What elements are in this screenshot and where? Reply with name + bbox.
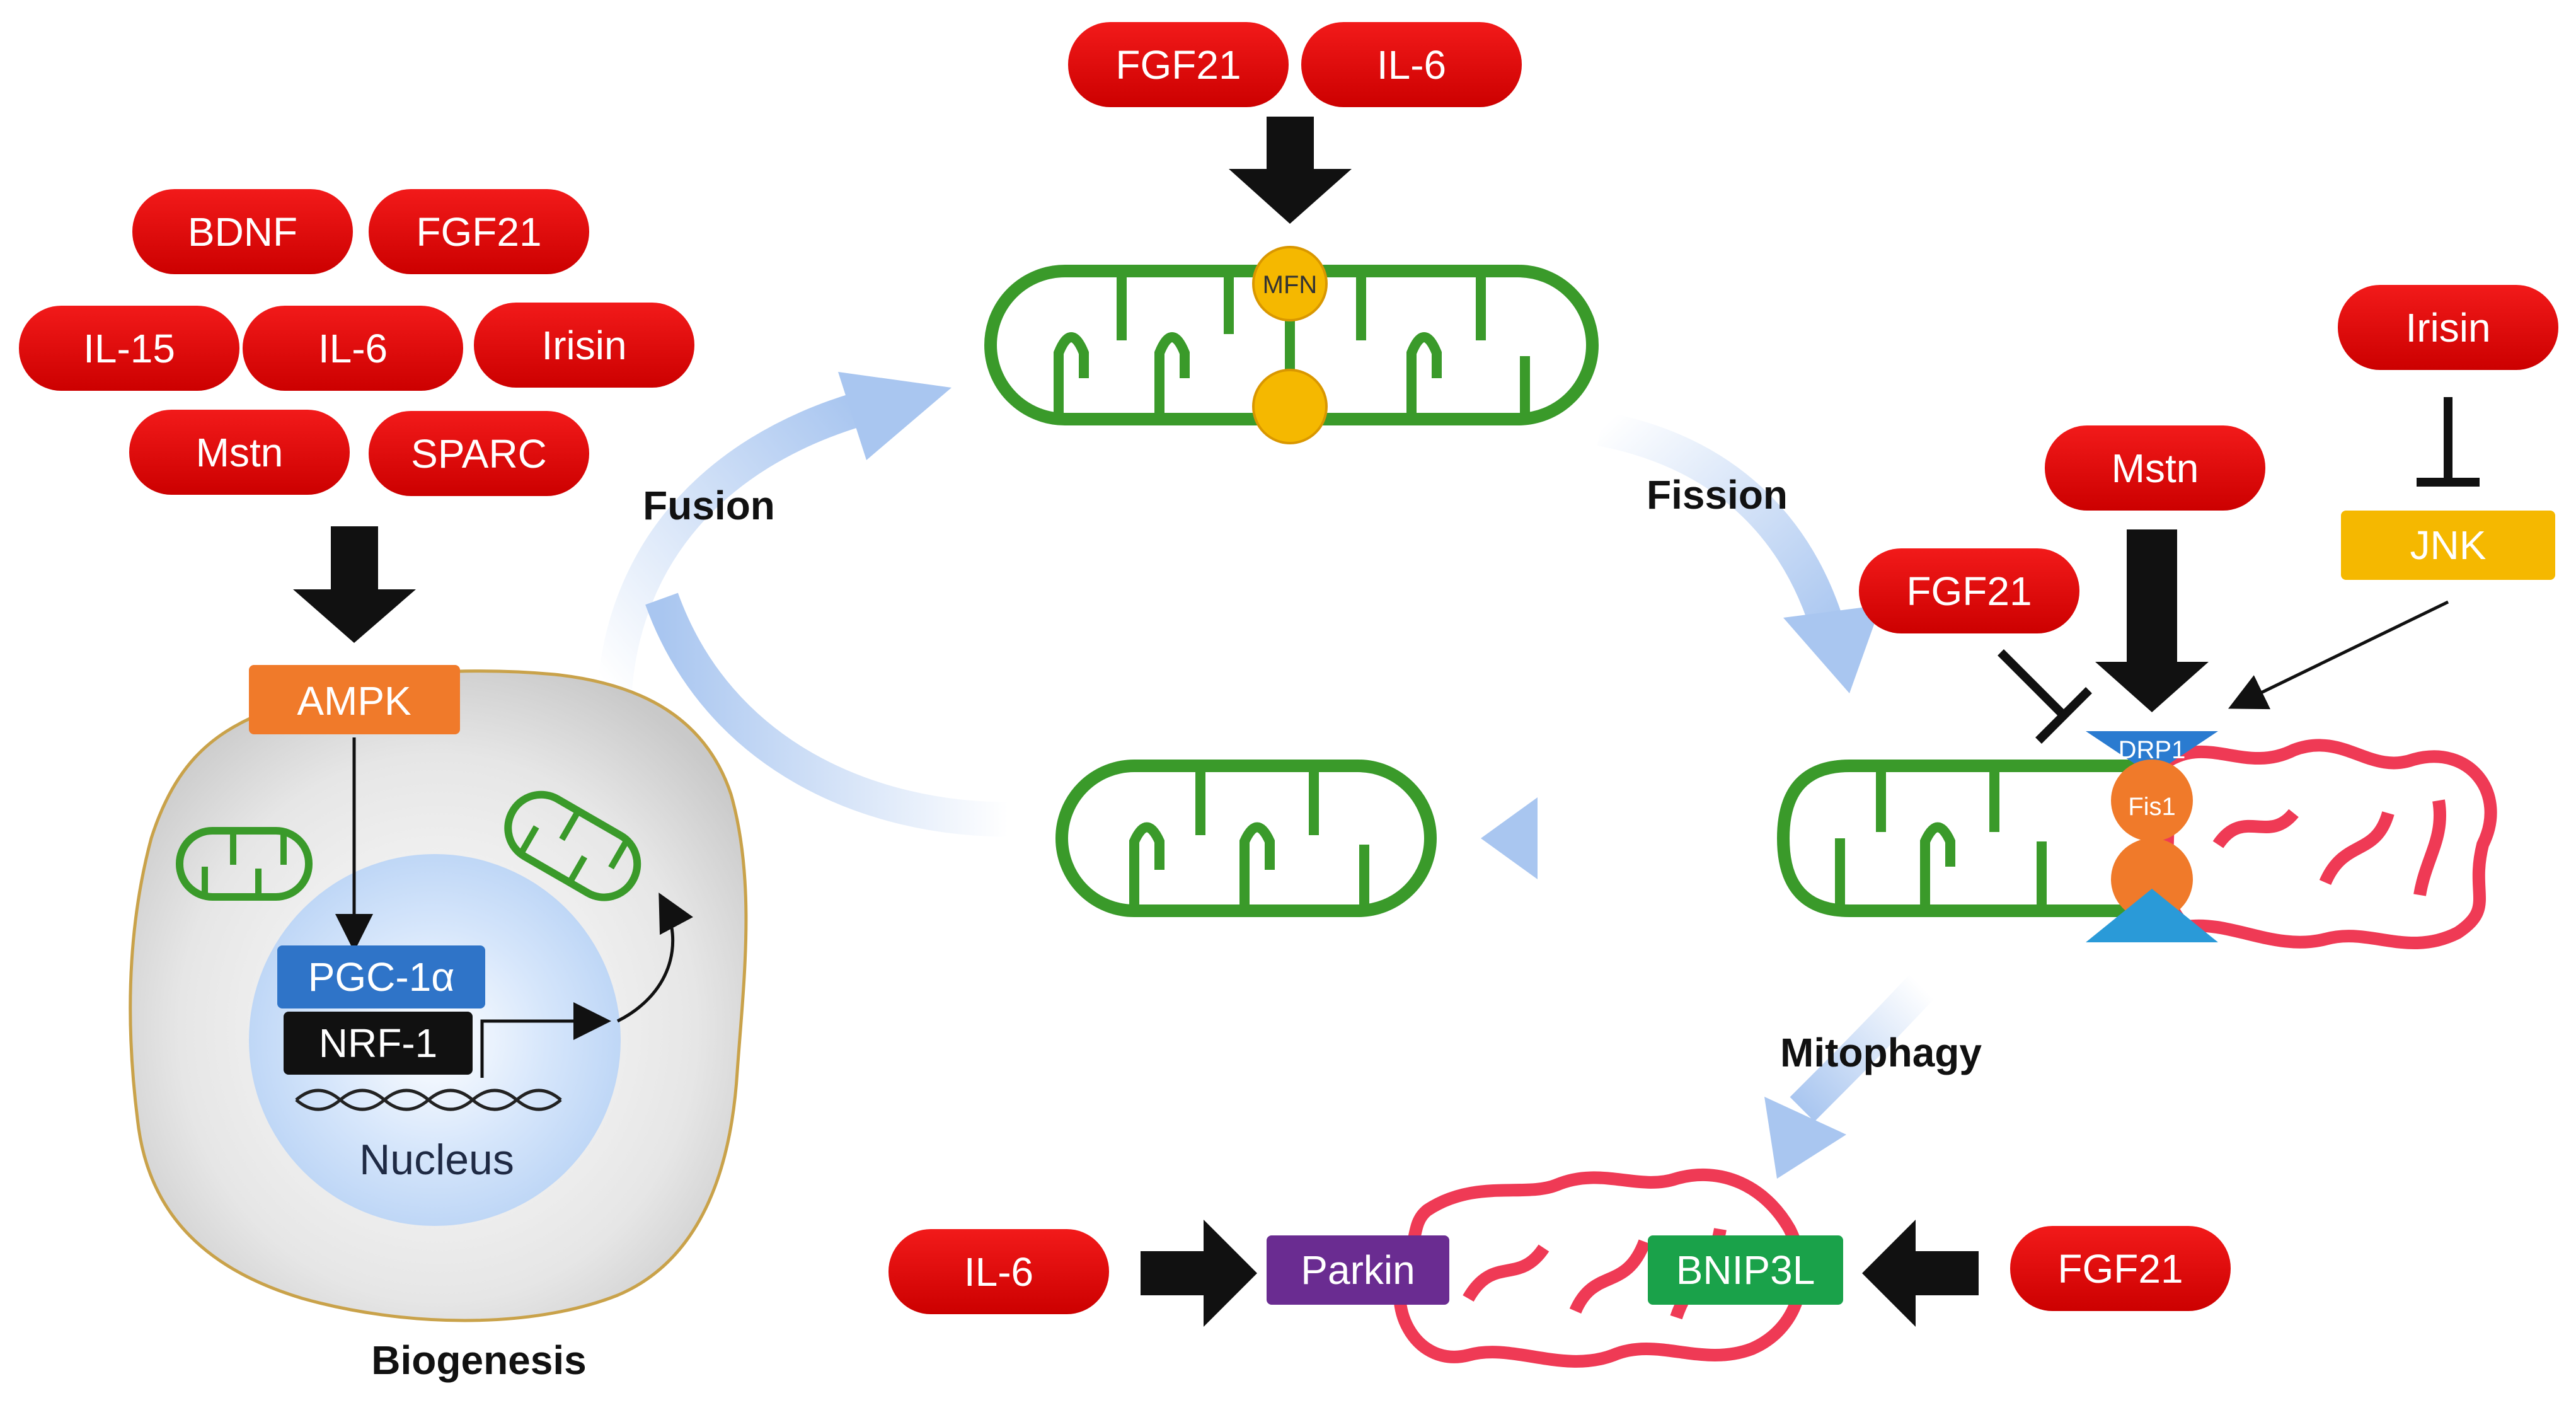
pill-label: IL-6	[964, 1249, 1033, 1295]
fis1-label: Fis1	[2128, 793, 2176, 821]
myokine-pill-fgf21-fission: FGF21	[1859, 548, 2079, 633]
nrf1-label: NRF-1	[319, 1020, 437, 1066]
irisin-inhibits-jnk	[2417, 397, 2480, 487]
ampk-box: AMPK	[249, 665, 460, 734]
pill-label: FGF21	[1115, 42, 1241, 88]
mitophagy-label: Mitophagy	[1780, 1030, 1982, 1075]
fission-label: Fission	[1647, 472, 1788, 517]
fission-flow-arrow	[1597, 411, 1848, 642]
fusion-flow-arrow	[597, 393, 863, 695]
mfn-protein-bottom	[1252, 369, 1328, 444]
pill-label: IL-6	[318, 326, 388, 371]
drp1-protein: DRP1	[2086, 731, 2218, 775]
pill-label: Mstn	[2112, 446, 2199, 491]
fusion-label: Fusion	[643, 483, 775, 528]
mfn-protein-top: MFN	[1252, 246, 1328, 321]
pill-label: IL-6	[1377, 42, 1446, 88]
mitophagy-flow-arrowhead	[1764, 1097, 1846, 1179]
activation-arrow	[293, 526, 416, 643]
pill-label: BDNF	[188, 209, 297, 255]
cell-mitochondrion-right	[504, 790, 641, 901]
myokine-pill-il6-fusion: IL-6	[1301, 22, 1522, 107]
biogenesis-label: Biogenesis	[371, 1338, 586, 1383]
pgc1a-label: PGC-1α	[308, 954, 455, 1000]
myokine-pill-il6-mitophagy: IL-6	[888, 1229, 1109, 1314]
myokine-pill-sparc: SPARC	[369, 411, 589, 496]
jnk-box: JNK	[2341, 511, 2555, 580]
pill-label: FGF21	[2057, 1246, 2183, 1292]
fission-flow-arrowhead	[1783, 605, 1881, 693]
pill-label: SPARC	[411, 431, 547, 477]
fgf21-to-bnip3l-arrow	[1862, 1220, 1979, 1327]
recycle-flow-arc	[645, 592, 1009, 837]
fgf21-inhibits-fission	[1998, 649, 2092, 744]
myokine-pill-mstn: Mstn	[129, 410, 350, 495]
fusion-flow-arrowhead	[838, 372, 952, 460]
mitophagy-flow-arrow	[1790, 974, 1935, 1122]
pill-label: Mstn	[196, 430, 284, 475]
myokine-pill-irisin-fission: Irisin	[2338, 285, 2558, 370]
bnip3l-label: BNIP3L	[1676, 1247, 1815, 1293]
damaged-mitochondrion	[1393, 1168, 1807, 1368]
dividing-mitochondrion-healthy	[1776, 760, 2139, 917]
parkin-label: Parkin	[1301, 1247, 1415, 1293]
pill-label: Irisin	[541, 323, 626, 368]
pill-label: Irisin	[2405, 305, 2490, 350]
healthy-return-arrowhead	[1481, 797, 1538, 879]
ampk-label: AMPK	[297, 678, 411, 724]
transcription-arrow	[480, 1002, 611, 1078]
fis1-protein-bottom	[2111, 838, 2193, 920]
nrf1-box: NRF-1	[284, 1012, 473, 1075]
parkin-box: Parkin	[1267, 1235, 1449, 1305]
jnk-to-drp1-arrow	[2228, 600, 2449, 710]
il6-to-parkin-arrow	[1141, 1220, 1257, 1327]
myokine-pill-il6: IL-6	[243, 306, 463, 391]
bnip3l-box: BNIP3L	[1648, 1235, 1843, 1305]
mfn-label: MFN	[1263, 271, 1318, 299]
mstn-activation-arrow	[2095, 529, 2209, 712]
pgc1a-box: PGC-1α	[277, 945, 485, 1008]
myokine-pill-il15: IL-15	[19, 306, 239, 391]
dividing-mitochondrion-damaged	[2154, 739, 2497, 950]
myokine-pill-fgf21-mitophagy: FGF21	[2010, 1226, 2231, 1311]
biogenesis-myokine-group: BDNF FGF21 IL-15 IL-6 Irisin Mstn SPARC	[19, 189, 694, 496]
pill-label: IL-15	[83, 326, 175, 371]
fusion-myokine-group: FGF21 IL-6	[1068, 22, 1522, 107]
drp1-protein-bottom	[2086, 889, 2218, 942]
curved-arrow-to-mitochondrion	[616, 893, 693, 1023]
fusion-activation-arrow	[1229, 117, 1352, 224]
pill-label: FGF21	[416, 209, 541, 255]
pill-label: FGF21	[1906, 569, 2032, 614]
myokine-pill-fgf21: FGF21	[369, 189, 589, 274]
daughter-mitochondrion	[1055, 760, 1437, 917]
fis1-protein-top: Fis1	[2111, 760, 2193, 841]
myokine-pill-fgf21-fusion: FGF21	[1068, 22, 1289, 107]
drp1-label: DRP1	[2119, 736, 2186, 764]
nucleus-label: Nucleus	[359, 1136, 514, 1184]
myokine-pill-irisin: Irisin	[474, 303, 694, 388]
jnk-label: JNK	[2410, 523, 2487, 568]
cell-mitochondrion-left	[176, 827, 313, 901]
myokine-pill-mstn-fission: Mstn	[2045, 425, 2265, 511]
myokine-pill-bdnf: BDNF	[132, 189, 353, 274]
dna-helix	[295, 1089, 562, 1111]
